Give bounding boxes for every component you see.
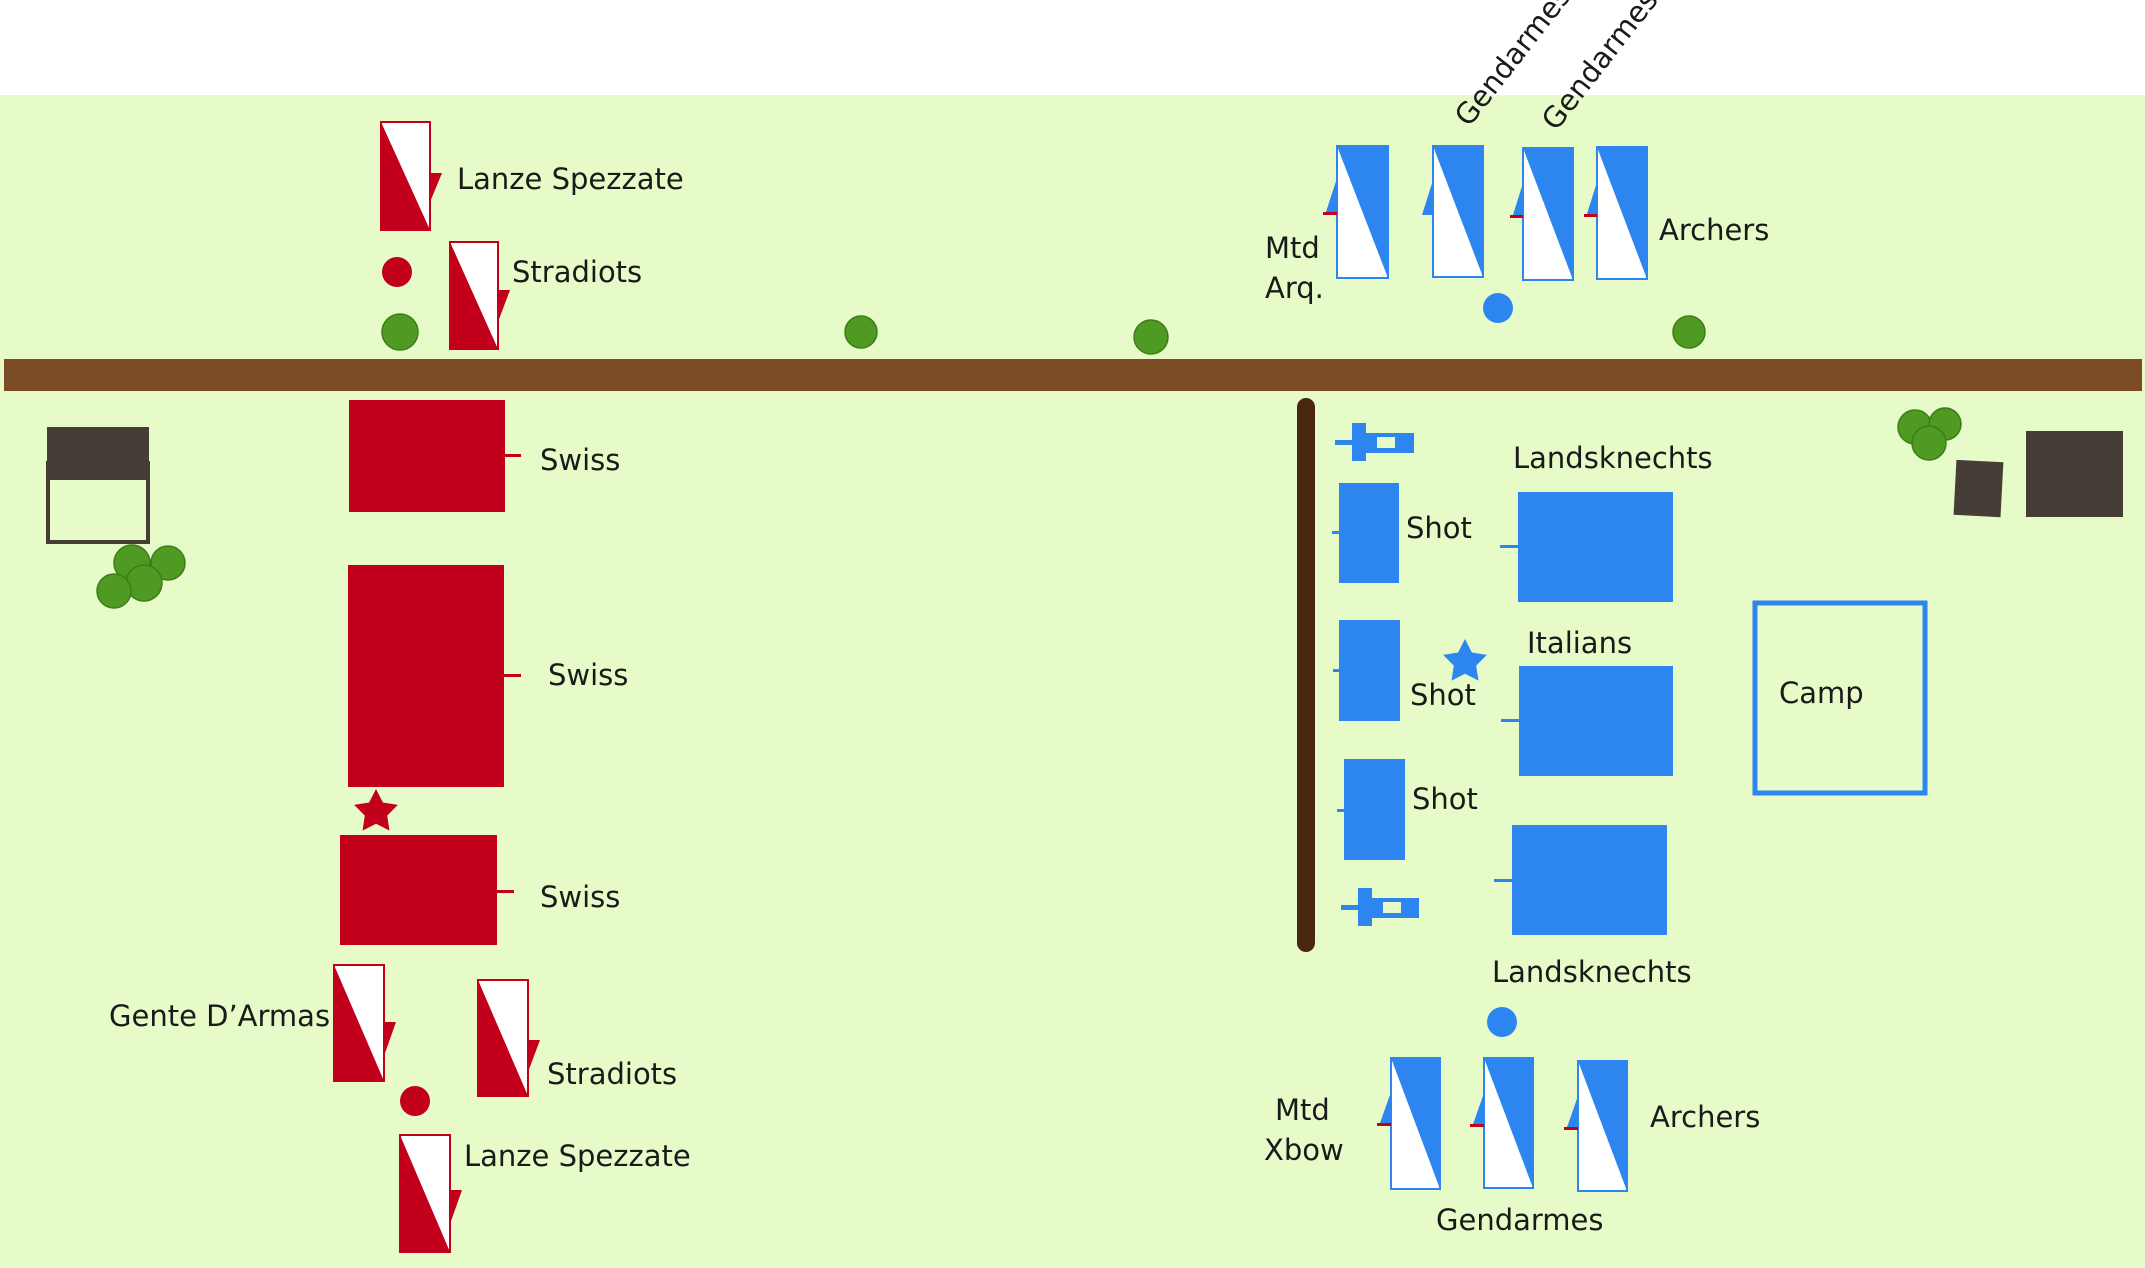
artillery-icon — [1341, 888, 1419, 926]
unit-label: Lanze Spezzate — [464, 1139, 691, 1173]
imperial-cavalry-unit — [1422, 145, 1484, 278]
unit-label: Swiss — [540, 880, 620, 914]
unit-label: Shot — [1406, 511, 1472, 545]
imperial-shot-unit — [1333, 620, 1400, 721]
unit-label: Archers — [1650, 1100, 1760, 1134]
unit-label: Xbow — [1264, 1133, 1344, 1167]
road — [4, 359, 2142, 391]
building-icon — [1953, 459, 2004, 518]
imperial-cavalry-unit — [1584, 146, 1648, 280]
french-pike-block — [349, 400, 521, 512]
general-marker-icon — [382, 257, 412, 287]
french-cavalry-unit — [477, 979, 540, 1097]
imperial-shot-unit — [1337, 759, 1405, 860]
tree-icon — [381, 313, 1706, 355]
artillery-icon — [1335, 423, 1414, 461]
imperial-cavalry-unit — [1470, 1057, 1534, 1189]
unit-label: Gendarmes — [1436, 1203, 1604, 1237]
french-cavalry-unit — [399, 1134, 462, 1253]
imperial-pike-block — [1501, 666, 1673, 776]
imperial-cavalry-unit — [1564, 1060, 1628, 1192]
camp-outline — [1752, 600, 1928, 796]
general-marker-icon — [1483, 293, 1513, 323]
imperial-pike-block — [1494, 825, 1667, 935]
imperial-cavalry-unit — [1323, 145, 1389, 279]
unit-label: Mtd — [1275, 1093, 1330, 1127]
unit-label: Italians — [1527, 626, 1632, 660]
unit-label: Gente D’Armas — [109, 999, 330, 1033]
general-marker-icon — [1487, 1007, 1517, 1037]
unit-label: Arq. — [1265, 271, 1324, 305]
french-cavalry-unit — [449, 241, 510, 350]
commander-star-icon — [1443, 639, 1487, 681]
unit-label: Swiss — [540, 443, 620, 477]
imperial-cavalry-unit — [1510, 147, 1574, 281]
building-outline-icon — [46, 461, 150, 544]
unit-label: Archers — [1659, 213, 1769, 247]
french-pike-block — [340, 835, 514, 945]
imperial-pike-block — [1500, 492, 1673, 602]
french-pike-block — [348, 565, 521, 787]
unit-label: Shot — [1412, 782, 1478, 816]
unit-label: Landsknechts — [1513, 441, 1713, 475]
imperial-cavalry-unit — [1377, 1057, 1441, 1190]
french-cavalry-unit — [333, 964, 396, 1082]
commander-star-icon — [354, 789, 398, 831]
tree-cluster-icon — [96, 544, 186, 609]
unit-label: Mtd — [1265, 231, 1320, 265]
tree-cluster-icon — [1897, 407, 1962, 461]
unit-label: Shot — [1410, 678, 1476, 712]
camp-label: Camp — [1779, 676, 1864, 710]
unit-label: Stradiots — [512, 255, 642, 289]
unit-label: Lanze Spezzate — [457, 162, 684, 196]
unit-label: Swiss — [548, 658, 628, 692]
imperial-shot-unit — [1332, 483, 1399, 583]
unit-label: Landsknechts — [1492, 955, 1692, 989]
french-cavalry-unit — [380, 121, 442, 231]
building-icon — [2026, 431, 2123, 517]
unit-label: Stradiots — [547, 1057, 677, 1091]
building-icon — [47, 427, 149, 480]
general-marker-icon — [400, 1086, 430, 1116]
